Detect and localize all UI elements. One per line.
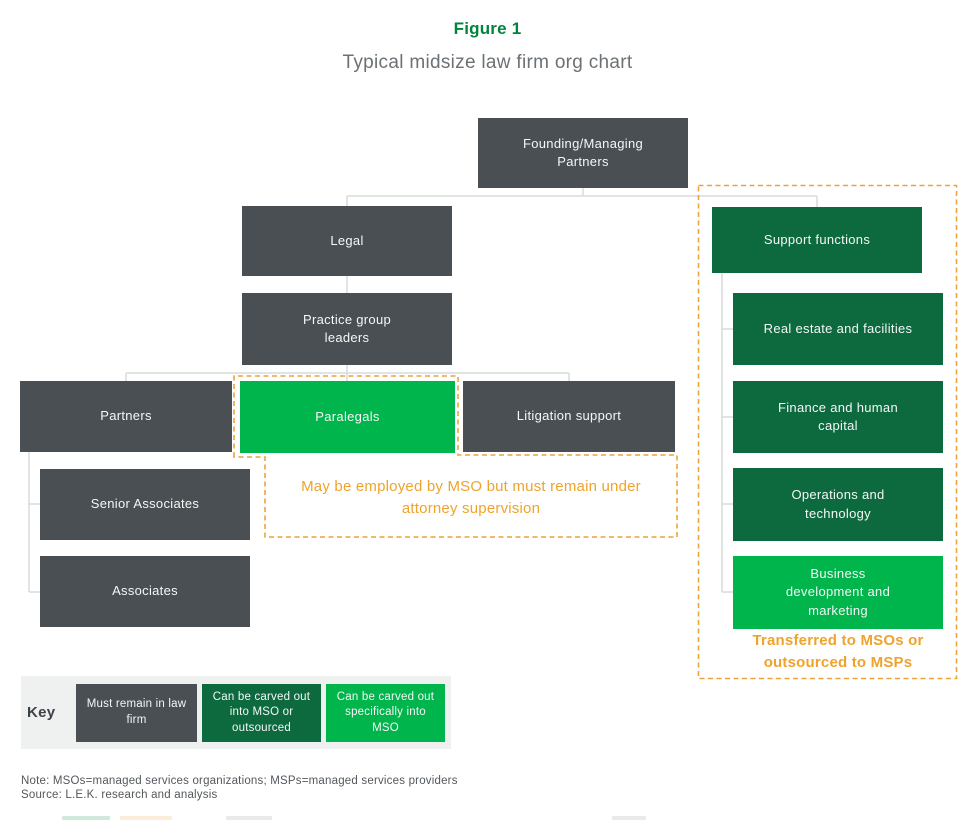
annotation-support-transfer: Transferred to MSOs or outsourced to MSP… bbox=[752, 632, 924, 671]
node-partners: Partners bbox=[20, 381, 232, 452]
figure-label: Figure 1 bbox=[453, 19, 522, 38]
node-real-estate-facilities: Real estate and facilities bbox=[733, 293, 943, 365]
cutoff-text-artifact bbox=[120, 816, 172, 820]
node-founding-partners: Founding/Managing Partners bbox=[478, 118, 688, 188]
footer-source: Source: L.E.K. research and analysis bbox=[21, 789, 218, 801]
annotation-paralegals: May be employed by MSO but must remain u… bbox=[301, 477, 641, 517]
node-paralegals: Paralegals bbox=[240, 381, 455, 453]
node-legal: Legal bbox=[242, 206, 452, 276]
node-senior-associates: Senior Associates bbox=[40, 469, 250, 540]
key-item-remain-in-firm: Must remain in law firm bbox=[76, 684, 197, 742]
cutoff-text-artifact bbox=[612, 816, 646, 820]
node-practice-group-leaders: Practice group leaders bbox=[242, 293, 452, 365]
paralegal-dashed-outline bbox=[233, 375, 678, 538]
node-operations-technology: Operations and technology bbox=[733, 468, 943, 541]
node-business-development-marketing: Business development and marketing bbox=[733, 556, 943, 629]
node-associates: Associates bbox=[40, 556, 250, 627]
key-item-mso-or-outsourced: Can be carved out into MSO or outsourced bbox=[202, 684, 321, 742]
footer-note: Note: MSOs=managed services organization… bbox=[21, 775, 458, 787]
cutoff-text-artifact bbox=[62, 816, 110, 820]
node-finance-human-capital: Finance and human capital bbox=[733, 381, 943, 453]
key-item-mso-specifically: Can be carved out specifically into MSO bbox=[326, 684, 445, 742]
figure-title: Typical midsize law firm org chart bbox=[342, 52, 633, 73]
node-support-functions: Support functions bbox=[712, 207, 922, 273]
cutoff-text-artifact bbox=[226, 816, 272, 820]
support-dashed-outline bbox=[697, 184, 958, 680]
node-litigation-support: Litigation support bbox=[463, 381, 675, 452]
key-label: Key bbox=[27, 704, 56, 721]
